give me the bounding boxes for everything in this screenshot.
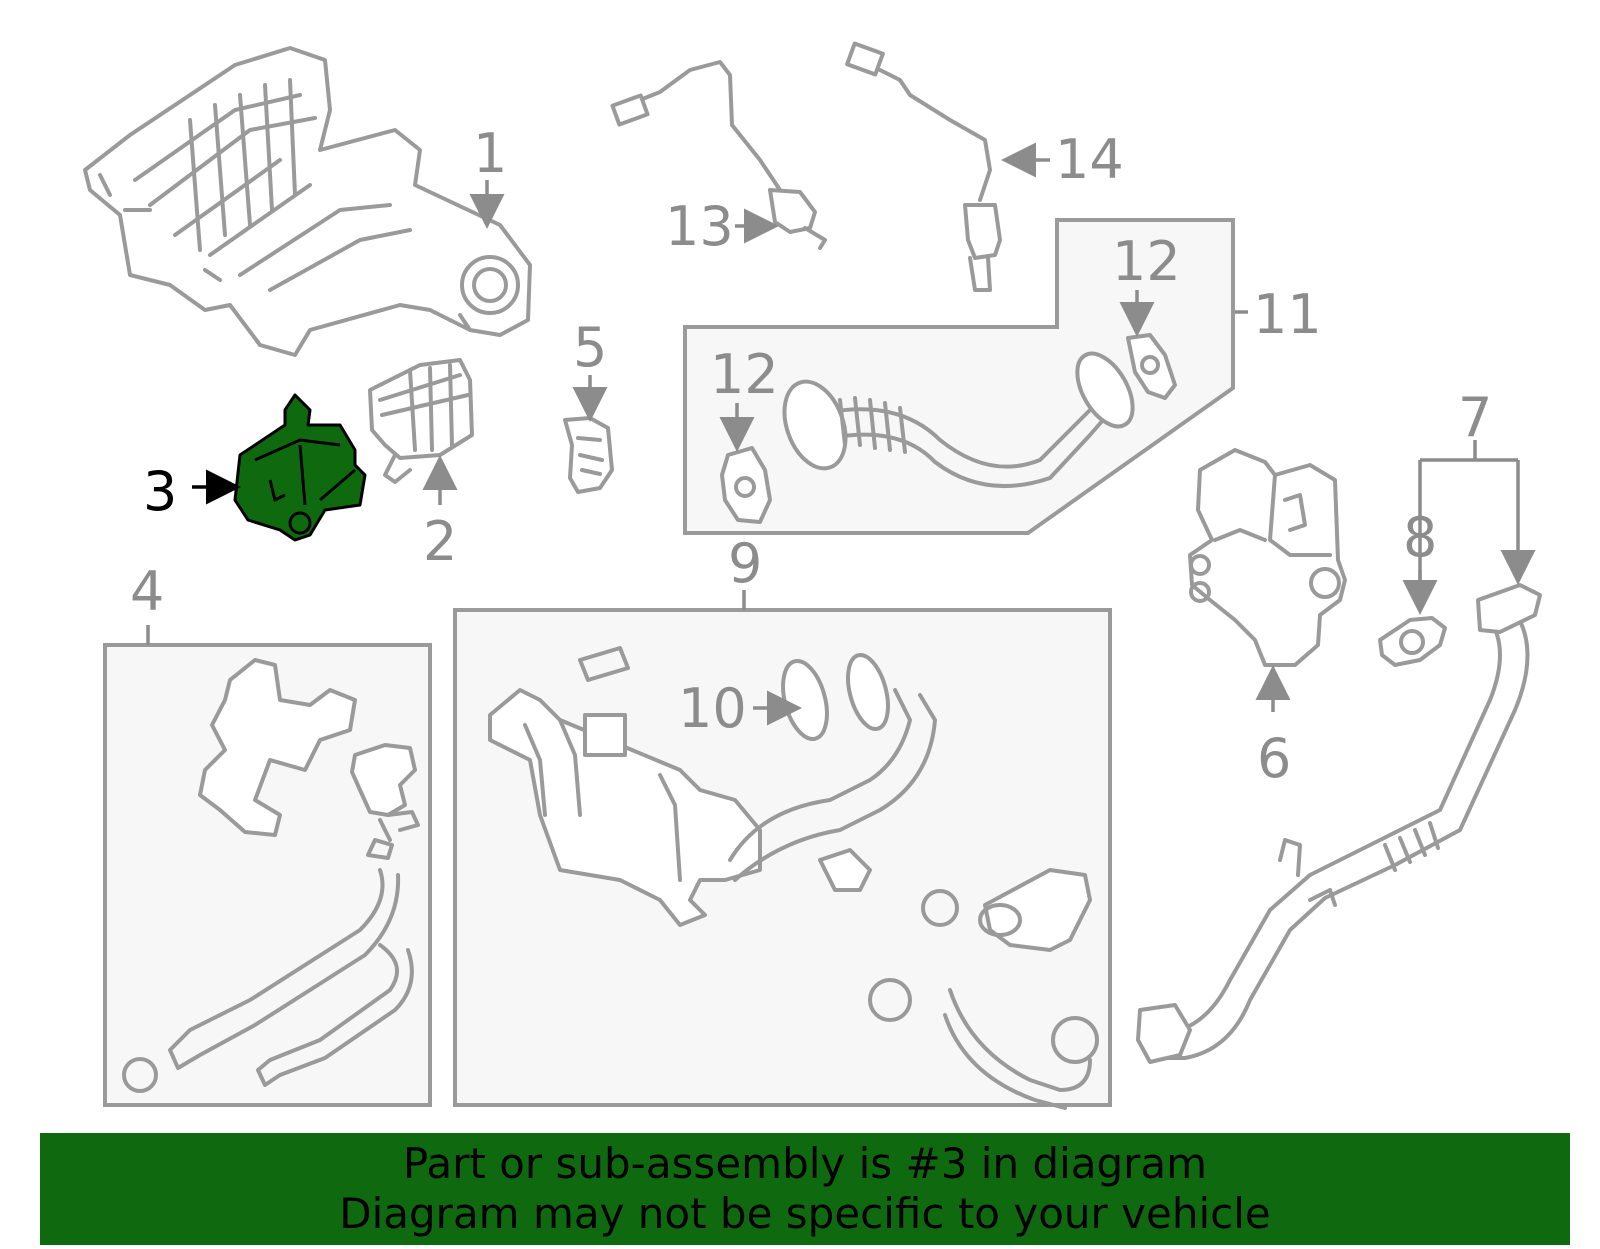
part-7-pipe: [1136, 583, 1542, 1064]
info-banner: Part or sub-assembly is #3 in diagram Di…: [40, 1133, 1570, 1245]
callout-5: 5: [573, 316, 607, 379]
banner-line-part: Part or sub-assembly is #3 in diagram: [402, 1139, 1208, 1188]
callout-9: 9: [728, 532, 762, 595]
part-2: [368, 358, 474, 484]
part-1-intake-manifold: [83, 46, 532, 357]
callout-6: 6: [1257, 727, 1291, 790]
part-12-gasket-left: [720, 446, 772, 524]
part-8-gasket: [1378, 616, 1447, 667]
callout-3: 3: [143, 460, 177, 523]
banner-line-disclaimer: Diagram may not be specific to your vehi…: [339, 1189, 1271, 1238]
part-14-sensor: [845, 41, 1002, 292]
part-4-assembly: [122, 658, 420, 1093]
callout-14: 14: [1055, 128, 1124, 191]
parts-diagram: 1 2 3 4 5 6 7 8 9 10 11 12 12 13 14: [83, 41, 1600, 1110]
callout-12-left: 12: [710, 343, 779, 406]
part-6-egr-valve: [1188, 448, 1347, 667]
callout-13: 13: [665, 195, 734, 258]
leader-lines: [146, 142, 1518, 726]
part-12-gasket-right: [1126, 333, 1177, 400]
part-5: [563, 416, 614, 494]
callout-10: 10: [678, 677, 747, 740]
callout-2: 2: [423, 510, 457, 573]
callout-11: 11: [1253, 283, 1322, 346]
callout-8: 8: [1403, 506, 1437, 569]
part-3-highlighted: [233, 393, 367, 542]
callout-1: 1: [473, 122, 507, 185]
callout-4: 4: [130, 560, 164, 623]
part-11-egr-pipe: [782, 351, 1135, 488]
callout-7: 7: [1458, 386, 1492, 449]
callout-12-right: 12: [1112, 230, 1181, 293]
part-9-egr-cooler: [488, 646, 1099, 1110]
